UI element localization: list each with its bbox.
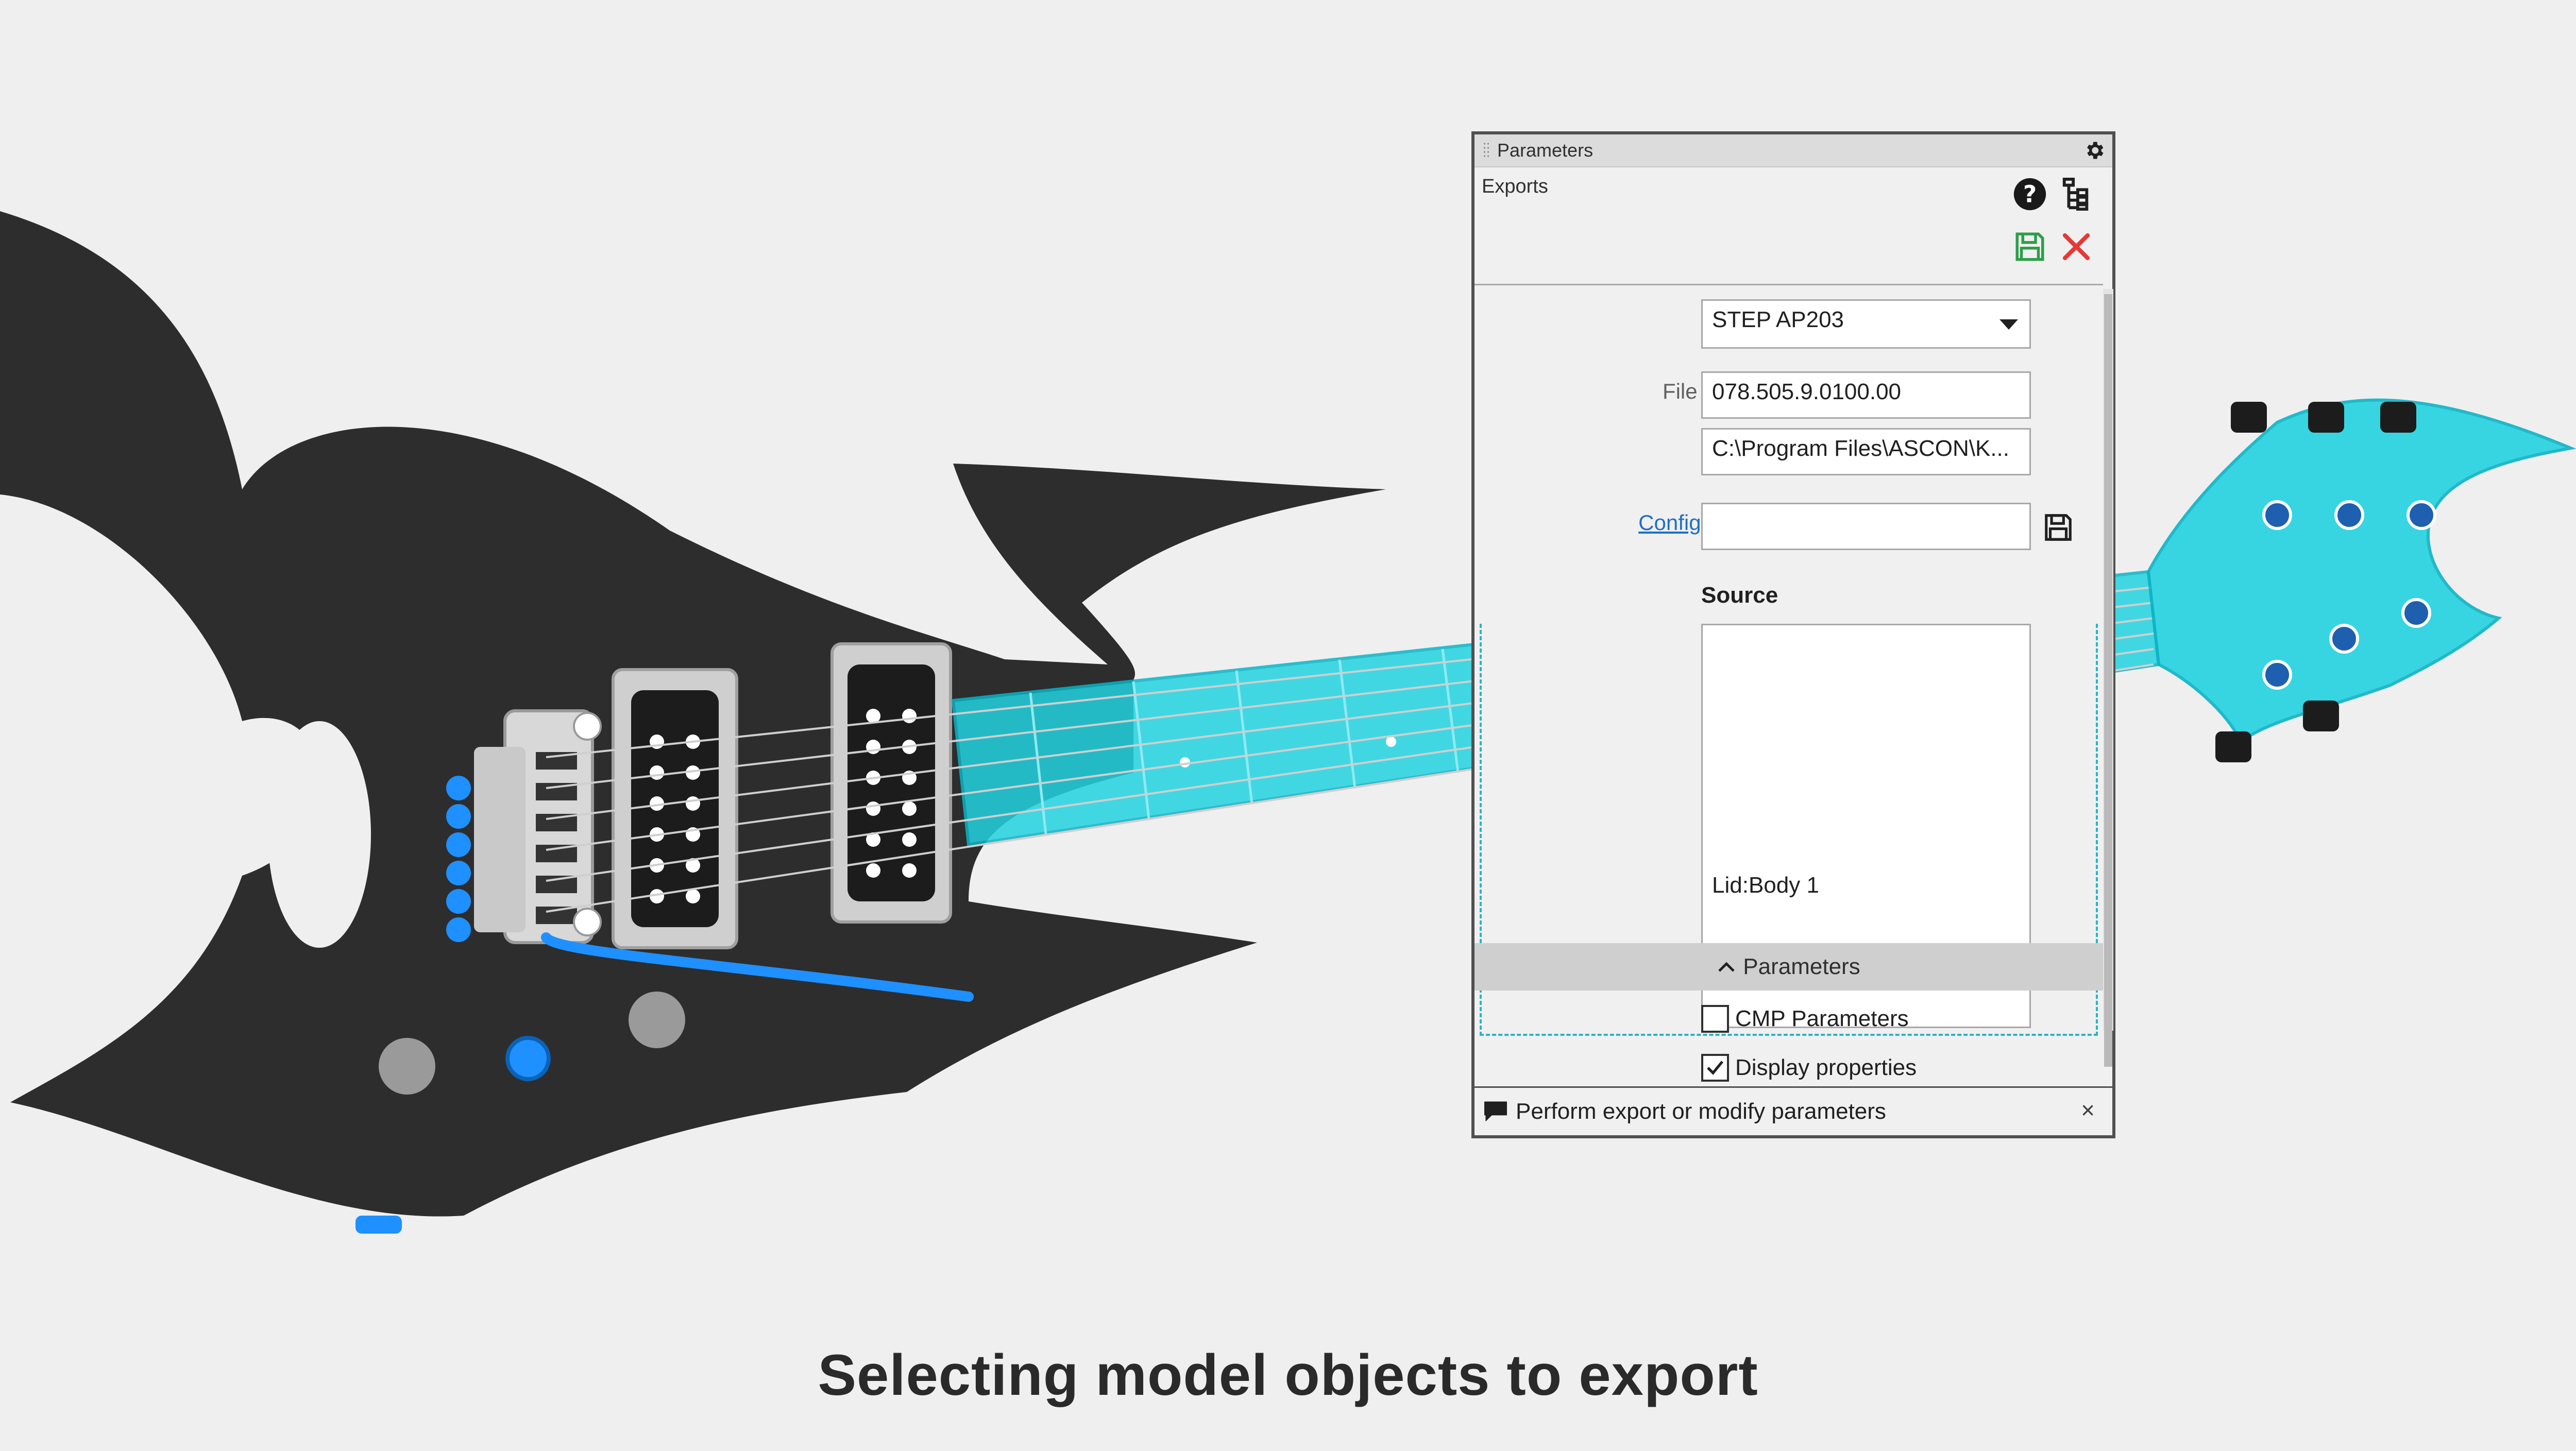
file-name-input[interactable]: 078.505.9.0100.00 [1701, 371, 2031, 419]
guitar-headstock-selected[interactable] [2146, 398, 2576, 762]
drag-grip-icon[interactable] [1483, 142, 1490, 159]
message-icon [1484, 1101, 1507, 1122]
tremolo-arm[interactable] [541, 932, 974, 1002]
panel-divider [1475, 284, 2103, 285]
bridge[interactable] [446, 709, 602, 944]
parameters-section-label: Parameters [1743, 954, 1860, 979]
status-bar: Perform export or modify parameters × [1475, 1086, 2112, 1135]
chevron-down-icon[interactable] [1999, 319, 2018, 330]
selector-switch[interactable] [505, 1036, 551, 1081]
gear-icon[interactable] [2082, 139, 2106, 162]
checkmark-icon [1707, 1061, 1724, 1075]
volume-knob[interactable] [379, 1038, 435, 1095]
source-label: Source [1701, 583, 1778, 608]
size-select[interactable]: STEP AP203 [1701, 299, 2031, 349]
tree-icon[interactable] [2057, 175, 2096, 214]
panel-titlebar[interactable]: Parameters [1475, 134, 2112, 167]
pickup-bridge[interactable] [612, 668, 738, 949]
folder-input[interactable]: C:\Program Files\ASCON\K... [1701, 428, 2031, 475]
svg-text:?: ? [2023, 181, 2037, 208]
cmp-parameters-option[interactable]: CMP Parameters [1701, 1005, 1909, 1033]
display-properties-option[interactable]: Display properties [1701, 1054, 1917, 1082]
configuration-input[interactable] [1701, 503, 2031, 550]
cmp-parameters-label: CMP Parameters [1735, 1006, 1909, 1031]
status-close-icon[interactable]: × [2081, 1097, 2095, 1123]
strap-button[interactable] [355, 1216, 402, 1234]
panel-subtitle: Exports [1482, 176, 1548, 197]
scrollbar-thumb[interactable] [2104, 294, 2112, 1067]
tone-knob[interactable] [629, 992, 685, 1048]
display-properties-label: Display properties [1735, 1055, 1917, 1080]
parameters-panel: Parameters Exports ? Size: STEP AP203 Fi [1471, 131, 2115, 1138]
body-cutout [268, 721, 371, 948]
parameters-section-header[interactable]: Parameters [1475, 943, 2103, 991]
panel-title: Parameters [1497, 140, 1594, 161]
display-properties-checkbox[interactable] [1701, 1054, 1729, 1082]
status-text: Perform export or modify parameters [1516, 1099, 1886, 1124]
pickup-neck[interactable] [831, 642, 952, 924]
save-icon[interactable] [2010, 227, 2049, 266]
cmp-parameters-checkbox[interactable] [1701, 1005, 1729, 1033]
caption: Selecting model objects to export [818, 1343, 1758, 1407]
help-icon[interactable]: ? [2010, 175, 2049, 214]
size-select-value: STEP AP203 [1712, 307, 1844, 332]
source-list-item[interactable]: Lid:Body 1 [1712, 873, 1819, 898]
save-configuration-icon[interactable] [2039, 508, 2078, 547]
source-selection-frame [1480, 624, 2098, 1036]
close-icon[interactable] [2057, 227, 2096, 266]
chevron-up-icon [1718, 962, 1735, 972]
